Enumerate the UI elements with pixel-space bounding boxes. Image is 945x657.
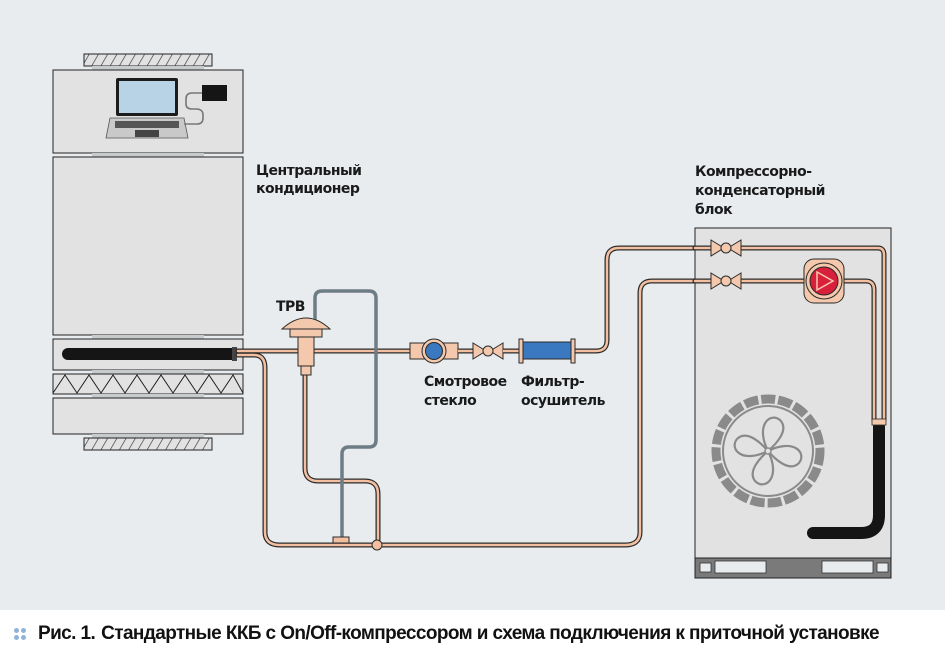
central-ac-label-line1: Центральный [256,163,362,179]
capillary-tube [313,289,378,542]
power-adapter-icon [184,85,227,125]
caption-bullet-icon [14,627,28,641]
spacer [92,370,204,374]
laptop-icon [105,78,189,139]
ccu-label-line2: конденсаторный [695,183,825,199]
bottom-mount-plate [83,437,213,451]
fan-section [52,156,244,336]
valve-icon [472,342,504,360]
ccu-label-line1: Компрессорно- [695,164,812,180]
central-ac-label-line2: кондиционер [256,181,360,197]
insulated-pipe [807,421,885,539]
sight-glass-label-line2: стекло [424,393,477,409]
evaporator-coil [62,348,238,360]
ccu-label-line3: блок [695,202,733,218]
top-mount-plate [83,53,213,67]
expansion-valve-icon [280,317,332,376]
fan-icon [711,394,825,508]
compressor-icon [803,258,845,304]
spacer [92,434,204,438]
caption-prefix: Рис. 1. [38,623,96,644]
base-slot [714,560,767,574]
caption-text: Стандартные ККБ с On/Off-компрессором и … [101,623,879,644]
figure-caption: Рис. 1. Стандартные ККБ с On/Off-компрес… [14,621,880,647]
trv-label: ТРВ [276,299,305,315]
base-slot [821,560,874,574]
base-slot [876,562,889,573]
coil-fitting [232,347,237,361]
sensing-bulb [332,536,350,544]
base-slot [699,562,712,573]
unit-internal-pipes [692,245,887,423]
filter-label-line2: осушитель [521,393,606,409]
tee-junction [371,539,383,551]
filter-zigzag [52,374,244,394]
filter-label-line1: Фильтр- [521,374,585,390]
spacer [92,335,204,339]
pipe-fitting [871,418,887,426]
bottom-section [52,397,244,435]
spacer [92,153,204,157]
valve-icon [710,272,742,290]
liquid-line [235,245,887,423]
mount-spacer [92,66,204,70]
valve-icon [710,239,742,257]
spacer [92,394,204,398]
filter-drier-icon [518,338,576,364]
sight-glass-icon [409,338,459,364]
central-air-handler [52,53,244,451]
sight-glass-label-line1: Смотровое [424,374,507,390]
refrigeration-schematic: Центральный кондиционер ТРВ Смотровое ст… [52,53,892,579]
